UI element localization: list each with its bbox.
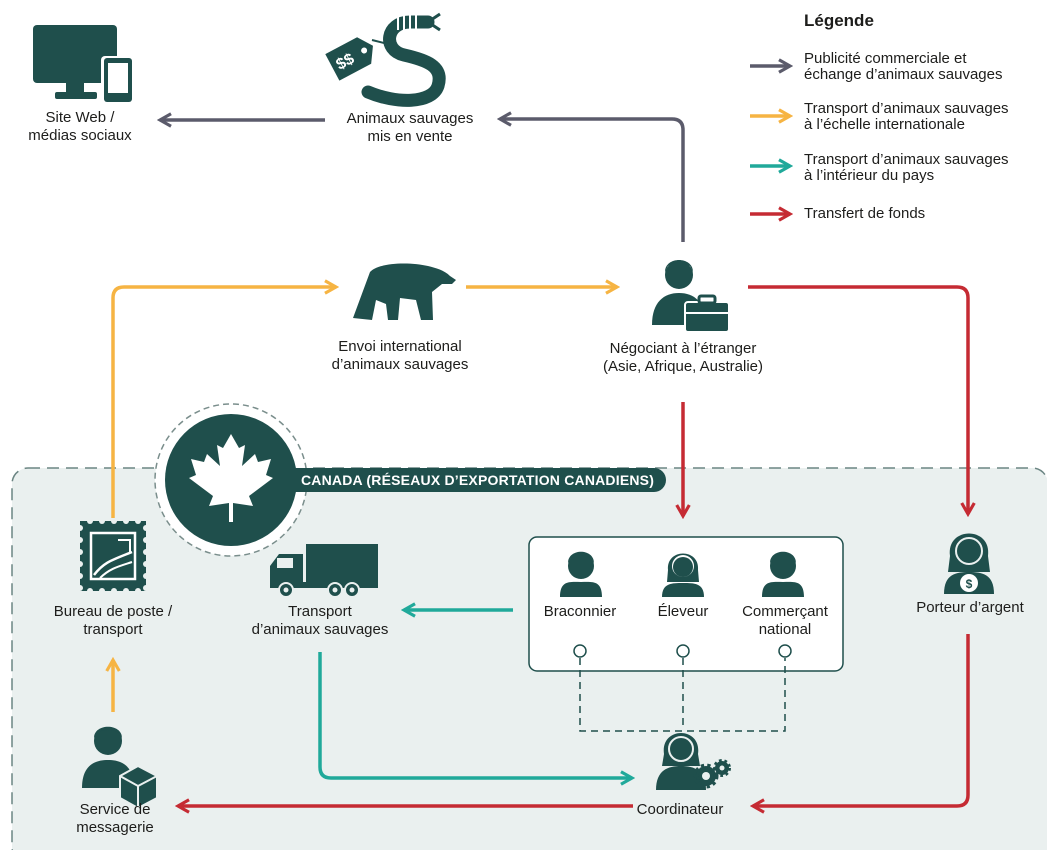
national-trader-icon [762,551,804,597]
legend-item-advertising: Publicité commerciale et échange d’anima… [804,50,1003,83]
canada-region-banner: CANADA (RÉSEAUX D’EXPORTATION CANADIENS) [289,468,666,492]
connector-dots [573,644,792,658]
legend-title: Légende [804,11,874,30]
supplier-coordinator-links [579,658,786,732]
truck-icon [270,544,378,598]
arrow-transport-to-coordinator [318,652,636,786]
label-breeder: Éleveur [657,603,709,620]
label-foreign-dealer: Négociant à l’étranger(Asie, Afrique, Au… [602,340,764,375]
label-poacher: Braconnier [543,603,617,620]
svg-text:$$: $$ [334,50,358,73]
arrow-money-carrier-to-coordinator [749,634,970,814]
label-post-office: Bureau de poste /transport [53,603,173,638]
svg-text:$: $ [966,577,973,591]
arrow-post-to-intl-shipment [111,279,340,518]
person-parcel-icon [82,726,158,810]
supplier-group-box [528,536,844,672]
label-website: Site Web /médias sociaux [28,109,132,144]
computer-phone-icon [33,25,135,104]
woman-gears-icon [656,733,731,790]
poacher-icon [560,551,602,597]
breeder-icon [662,553,704,597]
person-briefcase-icon [652,260,730,333]
snake-price-tag-icon: $$ [325,12,446,107]
postage-stamp-icon [77,518,149,594]
arrow-dealer-to-money-carrier [748,285,976,518]
polar-bear-icon [353,263,456,320]
label-money-carrier: Porteur d’argent [916,599,1024,616]
arrow-dealer-to-for-sale [496,111,685,242]
maple-leaf-badge [154,403,308,557]
legend-swatches [750,58,794,222]
maple-leaf-icon [189,434,273,522]
legend-item-domestic: Transport d’animaux sauvages à l’intérie… [804,151,1009,184]
woman-money-icon: $ [944,533,994,594]
legend-item-funds: Transfert de fonds [804,205,926,222]
legend-item-international: Transport d’animaux sauvages à l’échelle… [804,100,1009,133]
label-coordinator: Coordinateur [636,801,724,818]
